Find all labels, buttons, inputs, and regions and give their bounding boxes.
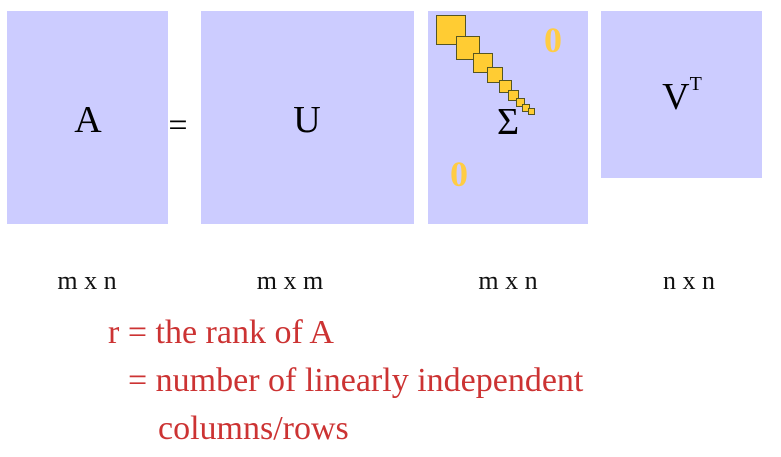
sigma-zero-top: 0 [544,20,562,60]
matrix-a-label: A [74,99,102,141]
matrix-sigma-label: Σ [496,101,520,143]
transpose-superscript: T [689,73,702,95]
explanation-line-3: columns/rows [158,410,349,447]
matrix-vt-label: VT [662,73,702,119]
matrix-vt-box [601,11,762,178]
explanation-line-1: r = the rank of A [108,314,334,351]
singular-value-square [487,67,503,83]
explanation-line-2: = number of linearly independent [128,362,584,399]
dim-sigma: m x n [478,266,538,295]
matrix-a-box [7,11,168,224]
matrix-v-base: V [662,76,690,118]
matrix-u-box [201,11,414,224]
singular-value-square [508,90,519,101]
equals-sign: = [168,107,188,144]
dim-v: n x n [663,266,715,295]
dim-u: m x m [256,266,324,295]
sigma-zero-bottom: 0 [450,154,468,194]
singular-value-square [528,108,535,115]
singular-value-square [516,98,525,107]
matrix-sigma-box [428,11,588,224]
singular-value-square [456,36,480,60]
singular-value-square [499,80,512,93]
matrix-u-label: U [293,99,321,141]
dim-a: m x n [57,266,117,295]
